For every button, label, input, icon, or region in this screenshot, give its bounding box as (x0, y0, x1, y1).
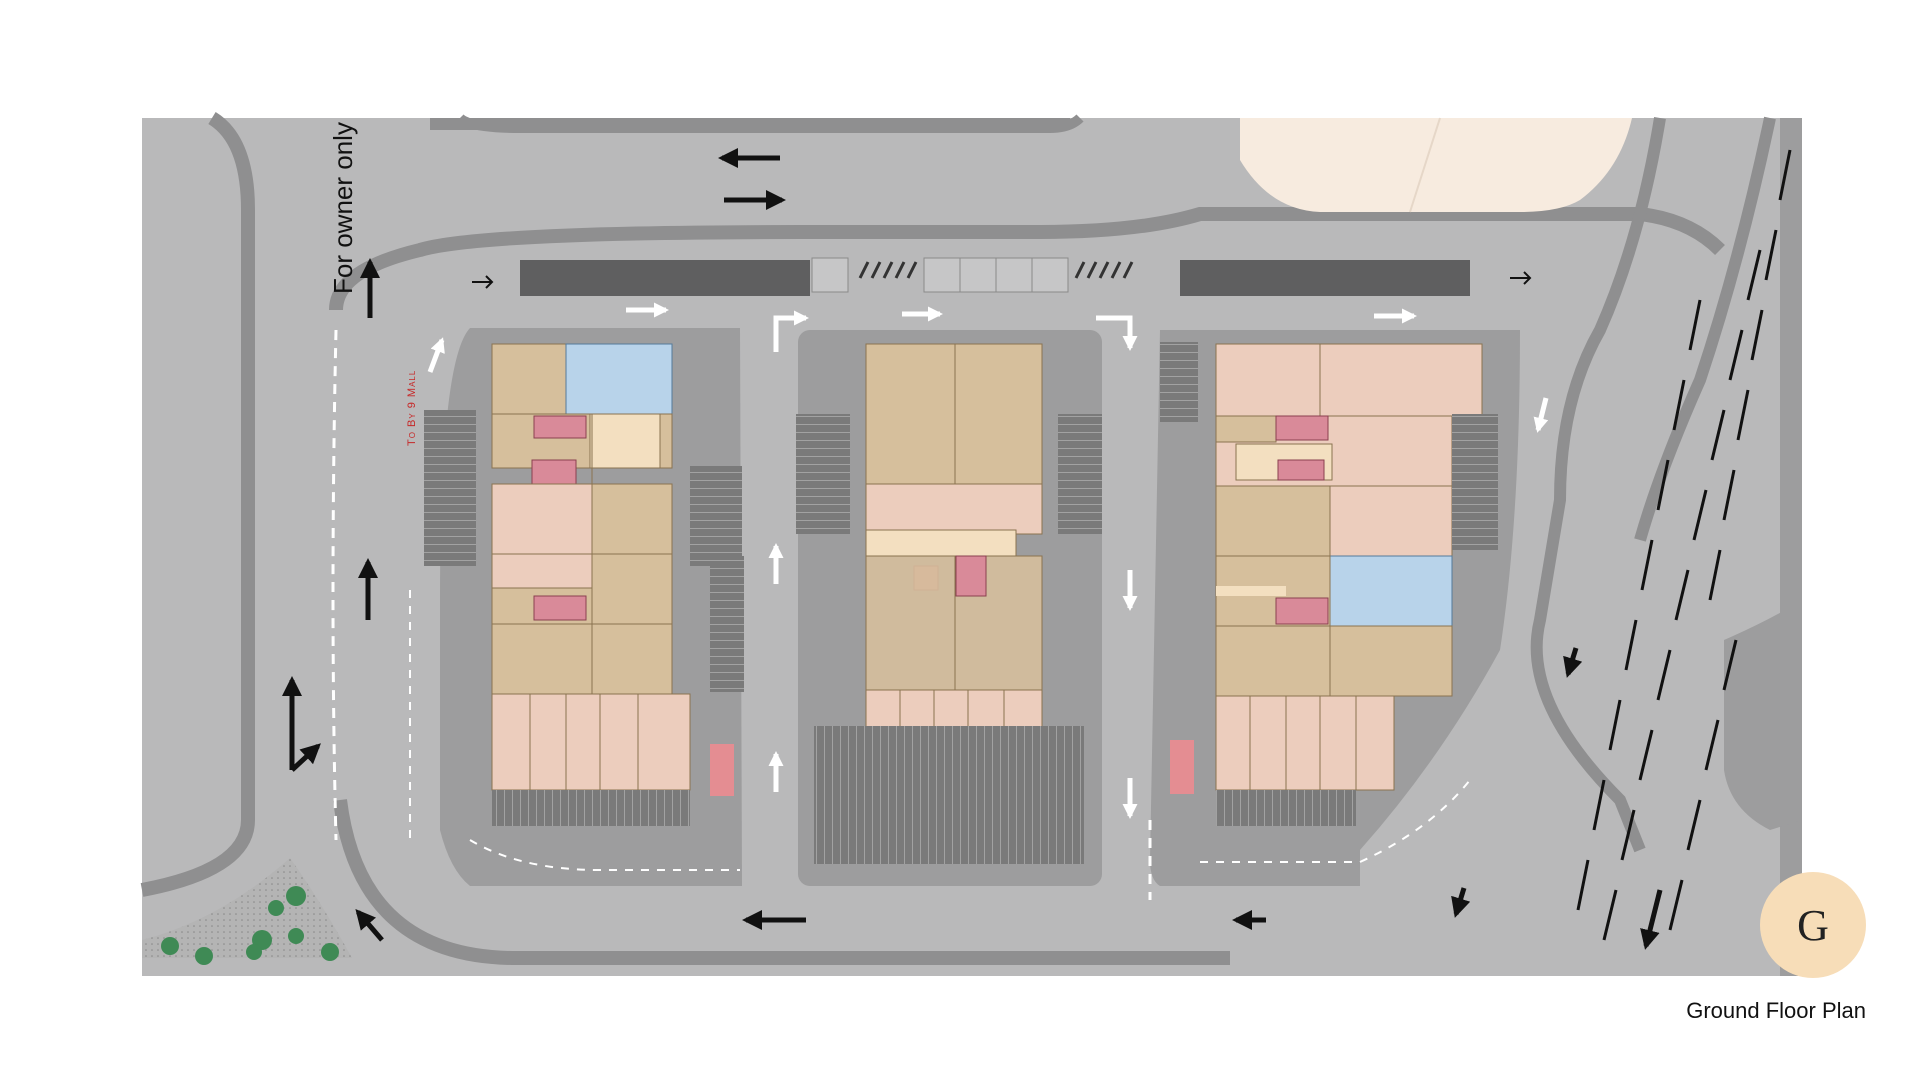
block-a (424, 328, 744, 886)
floor-badge: G (1760, 872, 1866, 978)
right-median (1724, 600, 1802, 830)
right-lane-strip (1780, 118, 1802, 976)
sand-plot-divider (1409, 117, 1441, 213)
road-edge-left (140, 112, 255, 897)
white-direction-arrows (427, 302, 1549, 819)
lane-markings (1576, 149, 1792, 941)
parking-bar-top-right (1180, 260, 1470, 296)
owner-only-label: For owner only (328, 122, 358, 294)
ring-road-bottom (333, 799, 1230, 966)
direction-arrow-icon (282, 148, 1663, 950)
parking-bar-top-left (520, 260, 810, 296)
mall-direction-label: To By 9 Mall (406, 369, 418, 446)
right-curve-2 (1634, 116, 1776, 542)
utility-rooms (811, 257, 1069, 293)
pedestrian-crossing (858, 261, 1134, 279)
top-island-left (430, 118, 1070, 130)
right-curve (1530, 117, 1666, 853)
block-c (1150, 330, 1520, 886)
curb-dashes (331, 329, 1152, 900)
block-b (796, 330, 1102, 886)
palm-tree-icon (161, 886, 339, 965)
sand-plot (1240, 118, 1632, 212)
lower-parking-dashes (409, 590, 1471, 871)
entry-arrow-icon (472, 271, 1532, 289)
plan-caption: Ground Floor Plan (1686, 998, 1866, 1023)
